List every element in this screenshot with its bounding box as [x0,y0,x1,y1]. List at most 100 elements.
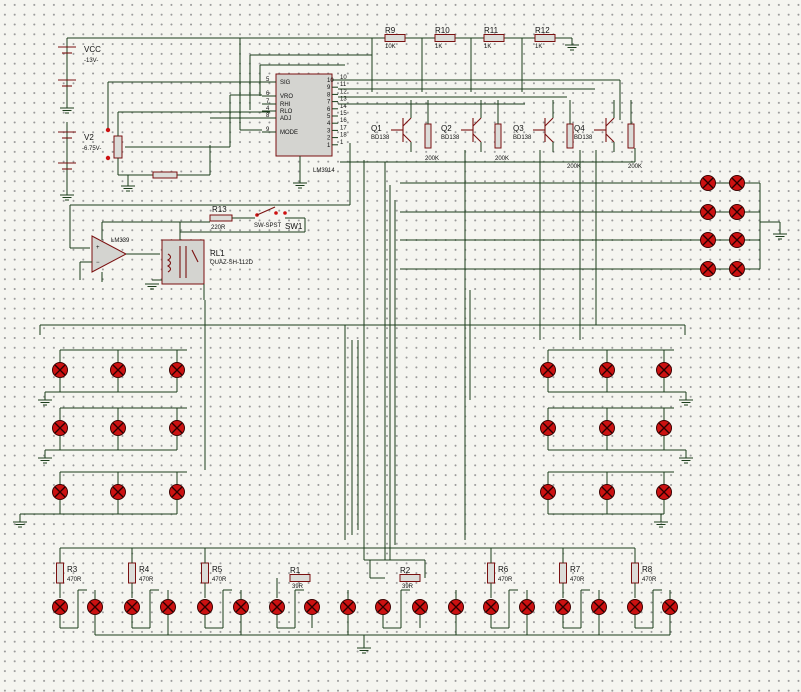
ic-pin-number: 13 [340,97,347,103]
svg-text:−: − [96,260,100,266]
resistor-value: 1K [535,44,542,50]
lm3914-chip [275,73,333,157]
resistor-name: R6 [498,565,509,574]
ic-inner-pin: 2 [327,136,331,142]
v2-battery [58,122,76,201]
ic-name: LM3914 [313,168,335,174]
ic-pin-label: SIG [280,80,291,86]
lamp [590,598,608,616]
ic-pin-number: 4 [266,106,270,112]
ic-pin-number: 10 [340,75,347,81]
lamp [728,174,746,192]
transistor-name: Q3 [513,124,524,133]
ic-pin-label: RLO [280,109,293,115]
top-divider-wire [300,37,580,51]
lamp [51,483,69,501]
center-bus [39,150,686,560]
trim-pot [627,123,635,149]
resistor-value: 470R [139,577,154,583]
resistor-value: 1K [484,44,491,50]
lamp [168,361,186,379]
ic-pin-number: 15 [340,111,347,117]
lamp [303,598,321,616]
lamp [109,419,127,437]
opamp-label: LM339 [111,238,130,244]
lamp [598,361,616,379]
resistor-name: R11 [484,26,499,35]
ground-symbol [37,457,53,464]
ground-symbol [653,521,669,528]
ic-inner-pin: 5 [327,114,331,120]
bottom-resistor [201,562,209,584]
trim-pot [494,123,502,149]
transistor-name: Q1 [371,124,382,133]
ic-inner-pin: 3 [327,128,331,134]
lamp [539,483,557,501]
ic-inner-pin: 9 [327,85,331,91]
relay-model: QUAZ-SH-112D [210,260,254,266]
transistor-model: BD138 [371,135,390,141]
bottom-resistor [56,562,64,584]
right-lamp-matrix [400,174,788,278]
bottom-resistor [128,562,136,584]
lamp [728,260,746,278]
bottom-resistor [487,562,495,584]
pot-value: 200K [495,156,509,162]
ground-symbol [12,521,28,528]
ic-pin-label: ADJ [280,116,291,122]
lamp [159,598,177,616]
lamp [51,361,69,379]
ic-pin-label: RHI [280,102,291,108]
lamp [51,419,69,437]
ic-pin-number: 17 [340,125,347,131]
resistor-name: R10 [435,26,450,35]
resistor-name: R1 [290,566,301,575]
ground-symbol [37,399,53,406]
ground-symbol [678,457,694,464]
ic-inner-pin: 8 [327,92,331,98]
r13-value: 220R [211,225,226,231]
transistor-name: Q2 [441,124,452,133]
pot-value: 200K [425,156,439,162]
resistor-name: R8 [642,565,653,574]
trim-pot [566,123,574,149]
resistor-value: 39R [292,584,304,590]
lamp [268,598,286,616]
transistor-name: Q4 [574,124,585,133]
lamp [598,419,616,437]
ic-wiring [69,38,372,249]
top-resistor [534,34,556,42]
resistor-value: 470R [67,577,82,583]
bottom-lamp-row: R3470RR4470RR5470RR139RR239RR6470RR7470R… [51,548,679,635]
ground-symbol [678,399,694,406]
ic-pin-number: 8 [266,113,270,119]
lamp [539,419,557,437]
bottom-resistor [631,562,639,584]
ic-pin-label: VRO [280,94,293,100]
vcc-battery [58,37,300,114]
bottom-resistor [289,574,311,582]
ground-symbol [772,233,788,240]
ic-pin-number: 1 [340,140,344,146]
ic-pin-number: 14 [340,104,347,110]
lamp [699,260,717,278]
pot-value: 200K [628,164,642,170]
ic-pin-number: 11 [340,82,347,88]
lamp [518,598,536,616]
resistor-value: 470R [570,577,585,583]
relay [144,222,205,300]
resistor-value: 470R [498,577,513,583]
lamp [554,598,572,616]
lamp [168,419,186,437]
lamp [699,203,717,221]
r13-label: R13 [212,205,227,214]
left-lamp-grid [12,349,187,528]
right-lamp-grid [539,349,694,528]
lamp [411,598,429,616]
lamp [598,483,616,501]
lamp [109,483,127,501]
lamp [728,231,746,249]
ic-pin-number: 5 [266,77,270,83]
